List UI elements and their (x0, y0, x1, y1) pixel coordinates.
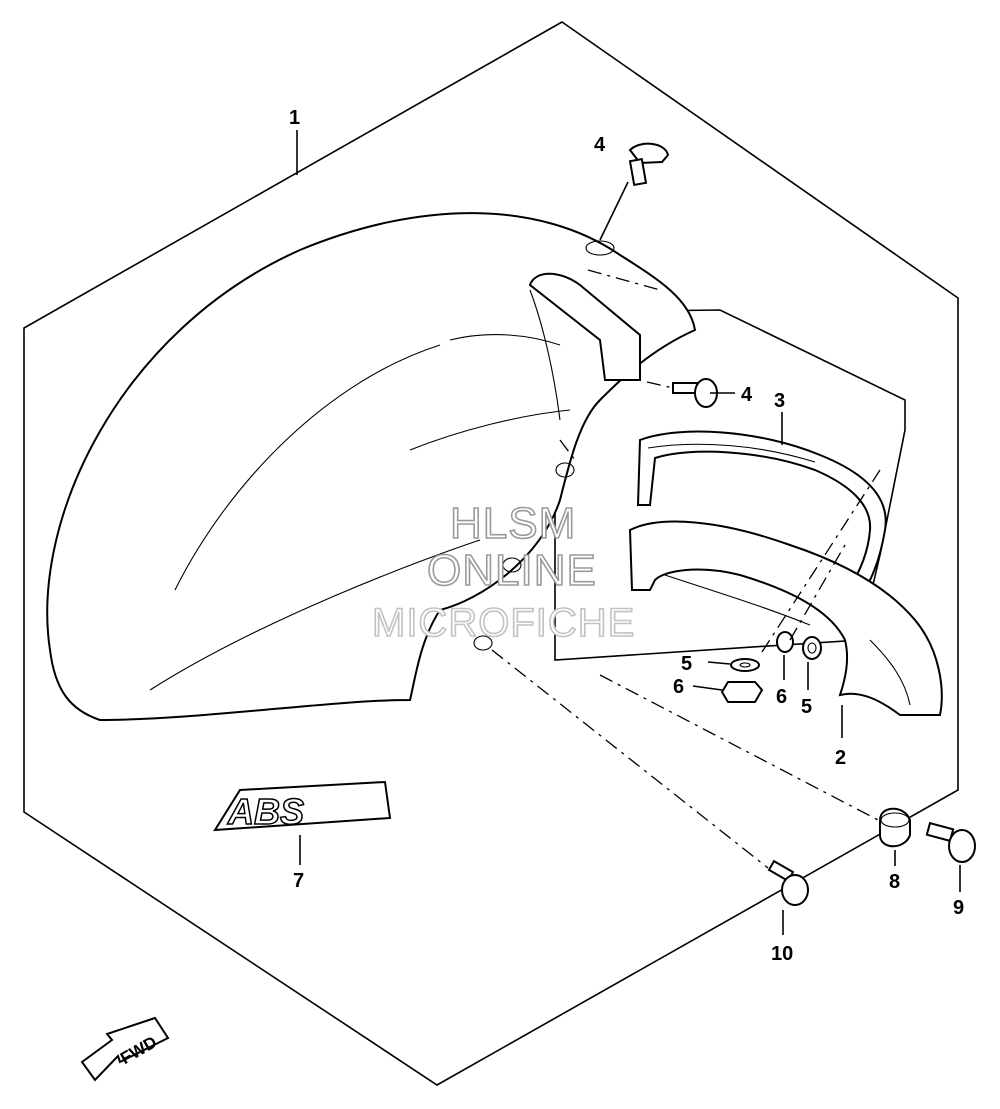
screw-9 (925, 821, 976, 863)
fender-brace-2 (628, 520, 943, 716)
watermark-line-1: HLSM (450, 499, 576, 548)
callout-3: 3 (774, 390, 785, 412)
callout-4-top: 4 (594, 134, 606, 156)
screw-4-top (628, 142, 670, 187)
leader-lines (296, 130, 961, 935)
assembly-frame (23, 21, 959, 1086)
callout-5-left: 5 (681, 653, 692, 675)
callout-10: 10 (771, 943, 793, 965)
abs-emblem-text: ABS (227, 791, 304, 832)
callout-8: 8 (889, 871, 900, 893)
callout-2: 2 (835, 747, 846, 769)
callout-7: 7 (293, 870, 304, 892)
watermark-line-2: ONLINE (427, 546, 597, 595)
grommet-8 (879, 807, 911, 848)
abs-emblem: ABS (213, 780, 392, 833)
hardware-set (720, 631, 822, 703)
front-fender (46, 212, 697, 722)
callout-9: 9 (953, 897, 964, 919)
subassembly-frame (554, 309, 906, 661)
screw-10 (767, 859, 809, 906)
callout-1: 1 (289, 107, 300, 129)
watermark-line-3: MICROFICHE (372, 601, 635, 645)
screw-4-side (672, 378, 718, 408)
fwd-arrow: FWD (80, 1016, 170, 1082)
callout-6-left: 6 (673, 676, 684, 698)
callout-5-right: 5 (801, 696, 812, 718)
callout-6-right: 6 (776, 686, 787, 708)
callout-4-side: 4 (741, 384, 753, 406)
